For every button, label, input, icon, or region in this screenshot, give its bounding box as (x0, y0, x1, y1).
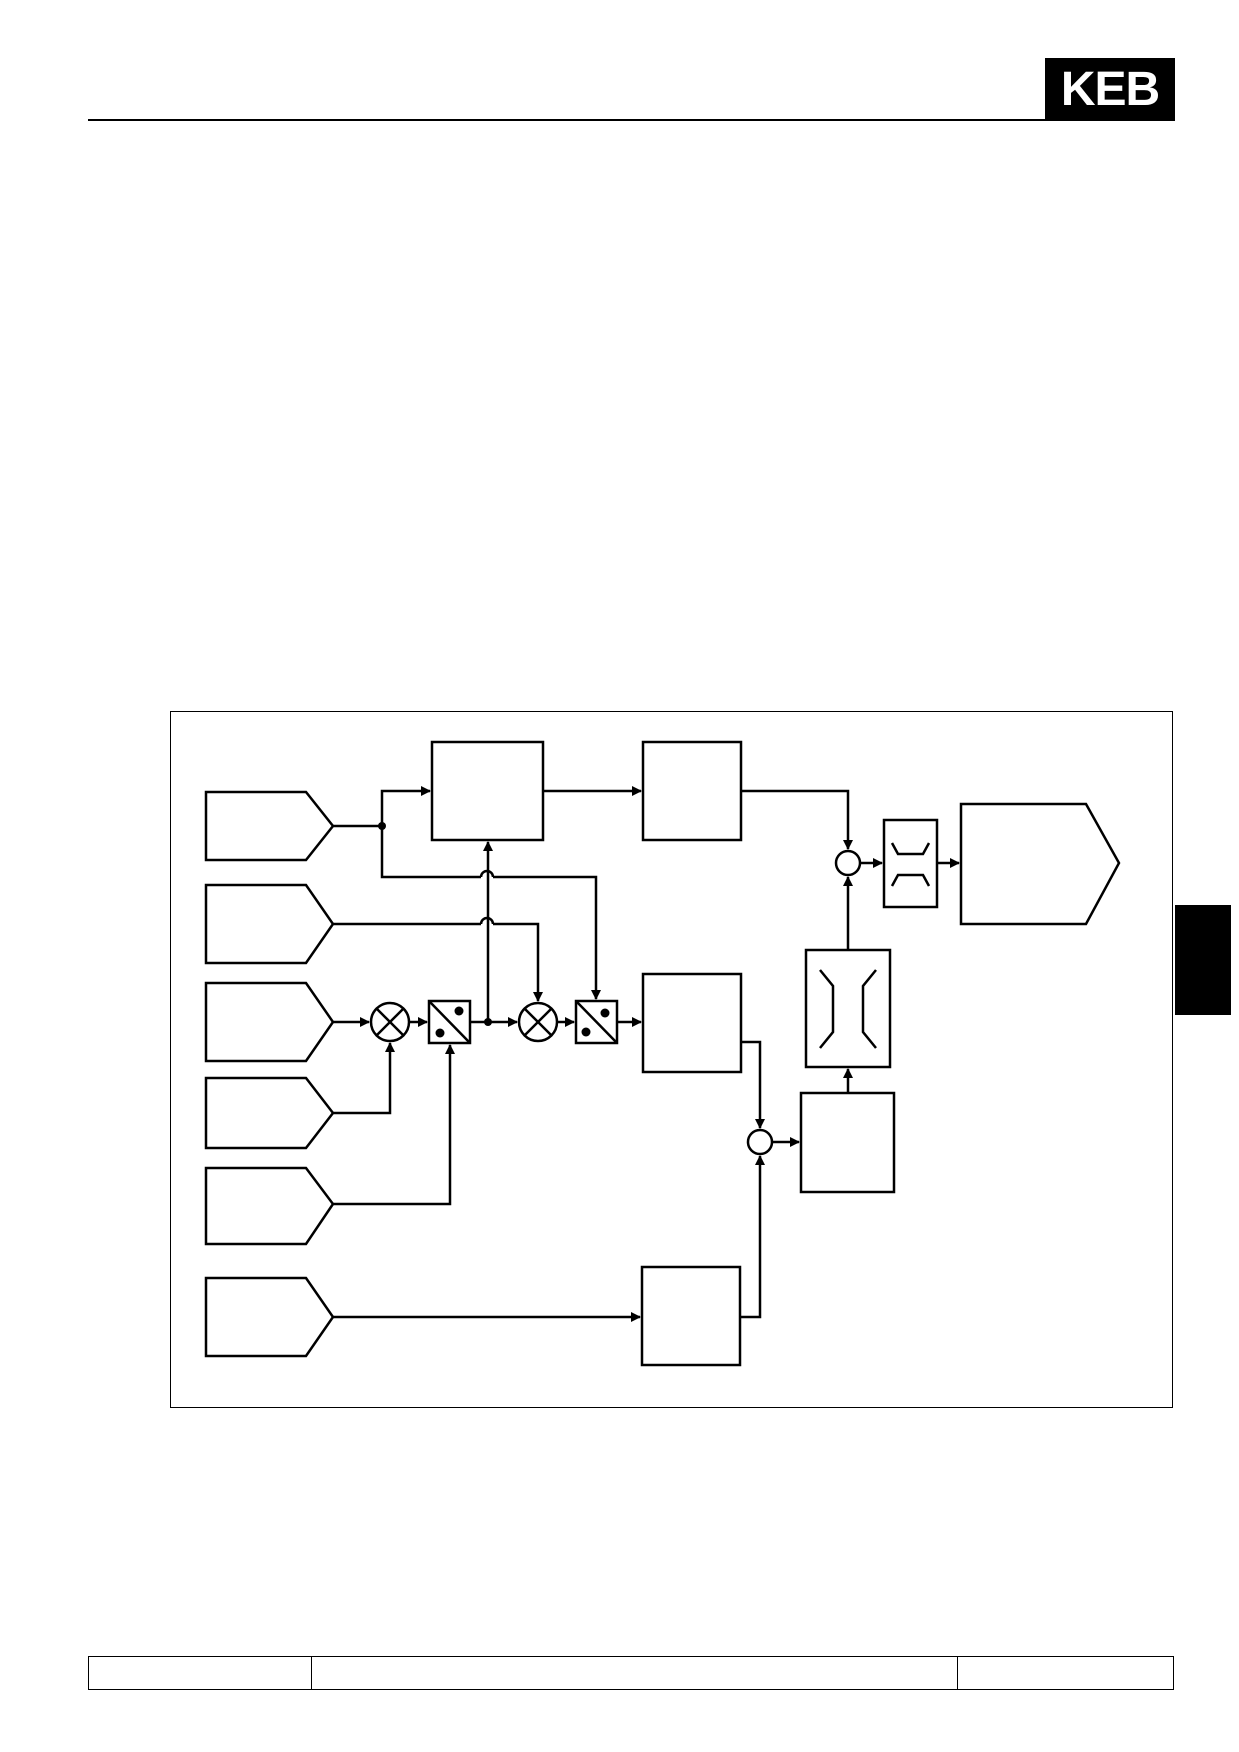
block-diagram (204, 740, 1121, 1367)
footer-table (88, 1656, 1174, 1690)
signal-lines (333, 786, 960, 1322)
limiter-glyphs (819, 842, 931, 1049)
source-block-1 (204, 790, 335, 862)
source-block-5 (204, 1166, 335, 1246)
function-block-summing-output (799, 1091, 896, 1194)
sum-junction-top (834, 849, 862, 877)
source-block-6 (204, 1276, 335, 1358)
footer-cell-right (958, 1657, 1173, 1689)
limiter-block-large (804, 948, 892, 1069)
keb-logo: KEB (1045, 58, 1175, 121)
limiter-block-small (882, 818, 939, 909)
source-block-2 (204, 883, 335, 965)
function-block-bottom (640, 1265, 742, 1367)
source-block-4 (204, 1076, 335, 1150)
symbol-details (375, 1000, 618, 1044)
footer-cell-left (89, 1657, 312, 1689)
function-block-top-left (430, 740, 545, 842)
source-block-3 (204, 981, 335, 1063)
footer-cell-center (312, 1657, 958, 1689)
logo-text: KEB (1060, 63, 1160, 116)
function-block-top-right (641, 740, 743, 842)
output-block (959, 802, 1121, 926)
header-rule (88, 119, 1174, 121)
block-diagram-frame (170, 711, 1173, 1408)
chapter-side-tab (1175, 905, 1231, 1015)
function-block-middle (641, 972, 743, 1074)
sum-junction-bottom (746, 1128, 774, 1156)
